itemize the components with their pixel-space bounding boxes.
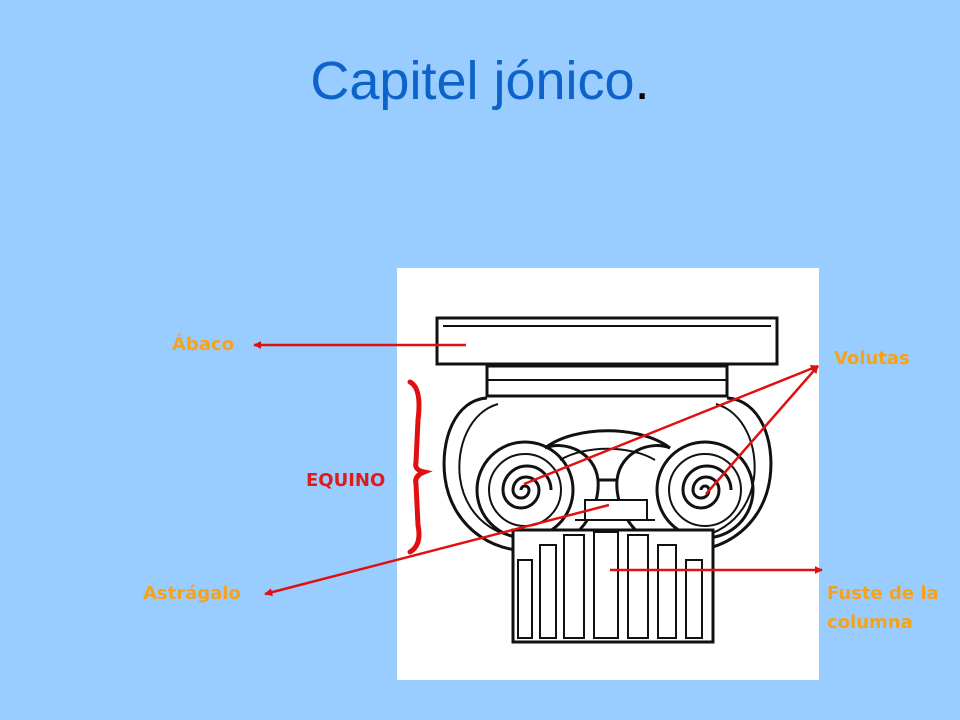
label-abaco: Ábaco (172, 333, 234, 355)
abacus-block (435, 316, 779, 366)
label-fuste-line1: Fuste de la (827, 583, 939, 604)
capital-illustration (435, 316, 779, 644)
title-text: Capitel jónico (310, 51, 635, 111)
volutas-arrow-left (523, 364, 819, 486)
page-title: Capitel jónico. (0, 54, 960, 108)
volutas-arrow-right (705, 365, 819, 495)
equino-bracket (407, 379, 433, 555)
label-fuste-line2: columna (827, 612, 913, 633)
left-volute-spiral (475, 440, 575, 540)
label-astragalo: Astrágalo (143, 583, 241, 604)
astragalo-arrow (264, 503, 610, 597)
label-equino: EQUINO (306, 470, 385, 491)
column-shaft (511, 528, 715, 644)
label-volutas: Volutas (834, 348, 910, 369)
echinus-arc (544, 429, 671, 450)
title-period: . (634, 51, 650, 111)
